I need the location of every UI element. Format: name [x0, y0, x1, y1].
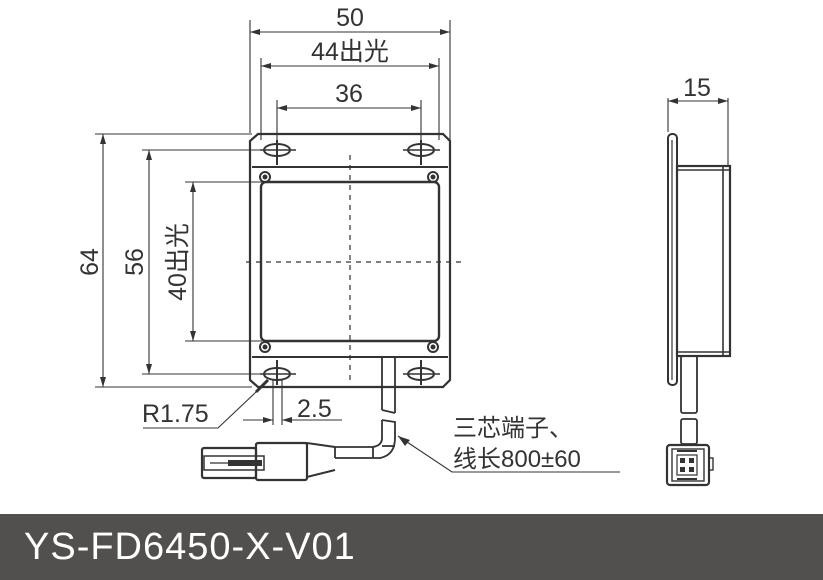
dim-width-overall: 50 [336, 4, 364, 32]
footer-bar: YS-FD6450-X-V01 [0, 514, 823, 580]
model-number: YS-FD6450-X-V01 [24, 526, 356, 568]
side-view [665, 98, 732, 487]
dim-height-overall: 64 [76, 248, 104, 276]
screw-icon [259, 171, 439, 353]
mounting-slot-icon [260, 140, 440, 385]
dim-hole-spacing-v: 56 [121, 248, 149, 276]
connector-end-icon [665, 443, 714, 487]
connector-plug-icon [200, 441, 336, 482]
housing-outline [248, 132, 452, 389]
dim-width-light: 44出光 [311, 38, 389, 66]
dim-slot-width: 2.5 [297, 395, 332, 423]
cable [334, 357, 396, 459]
dim-thickness: 15 [683, 74, 711, 102]
cable-note-line2: 线长800±60 [453, 446, 581, 473]
dim-hole-spacing-h: 36 [335, 80, 363, 108]
cable-note-line1: 三芯端子、 [453, 415, 573, 442]
front-view [95, 20, 620, 482]
dim-height-light: 40出光 [164, 223, 192, 301]
technical-drawing: 50 44出光 36 64 56 40出光 R1.75 2.5 三芯端子、 线长… [76, 4, 732, 487]
dim-corner-radius: R1.75 [142, 400, 209, 428]
side-body [675, 164, 732, 358]
